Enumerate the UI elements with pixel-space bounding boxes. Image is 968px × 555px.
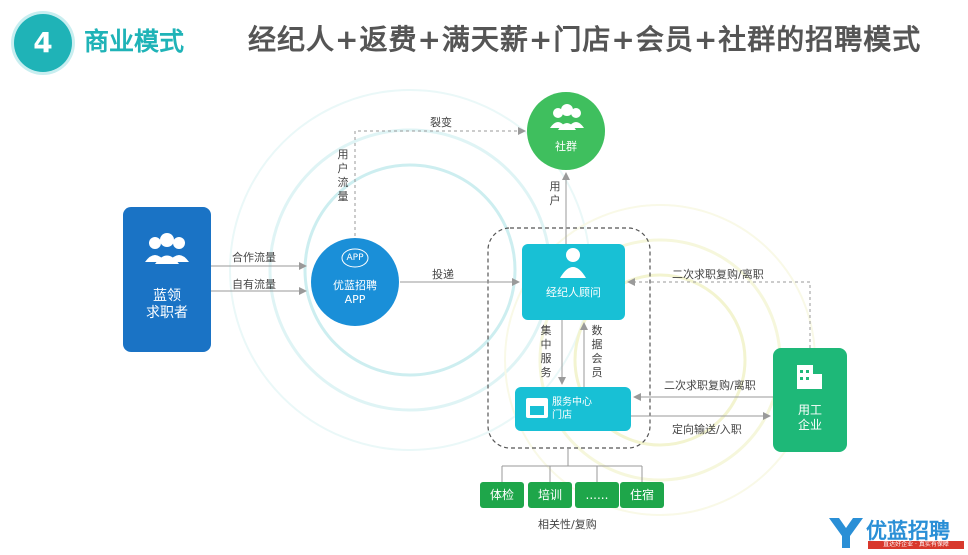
edge-label-coop-flow: 合作流量	[232, 251, 276, 264]
edge-label-data-members: 数据会员	[591, 324, 603, 379]
operations-container	[487, 227, 651, 449]
store-icon	[526, 398, 548, 418]
service-center-label: 服务中心 门店	[552, 397, 592, 421]
edge-label-delivery: 投递	[432, 268, 454, 281]
service-physical-exam: 体检	[480, 482, 524, 508]
logo-tagline-bar: 直达好企业 · 真实有保障	[868, 541, 964, 549]
section-number-badge: 4	[14, 14, 72, 72]
service-more: ......	[575, 482, 619, 508]
app-label: 优蓝招聘 APP	[333, 279, 377, 306]
people-icon-seekers	[145, 233, 189, 264]
seekers-label: 蓝领 求职者	[146, 288, 188, 321]
edge-label-fission: 裂变	[430, 116, 452, 129]
edge-label-centralized-service: 集中服务	[540, 324, 552, 379]
logo-text: 优蓝招聘	[866, 519, 950, 543]
page-subtitle: 经纪人+返费+满天薪+门店+会员+社群的招聘模式	[248, 23, 922, 56]
building-icon	[797, 365, 822, 389]
service-training: 培训	[528, 482, 572, 508]
edge-label-user-flow: 用户流量	[337, 148, 349, 203]
broker-label: 经纪人顾问	[546, 286, 601, 299]
edge-label-related-repurchase: 相关性/复购	[538, 518, 597, 531]
people-icon-community	[550, 104, 584, 130]
person-icon-broker	[560, 248, 586, 278]
edge-label-users: 用户	[549, 180, 561, 207]
employer-label: 用工 企业	[797, 403, 822, 432]
edge-label-secondary-mid: 二次求职复购/离职	[664, 379, 756, 392]
edge-label-secondary-top: 二次求职复购/离职	[672, 268, 764, 281]
section-title: 商业模式	[84, 27, 185, 56]
community-label: 社群	[555, 140, 577, 153]
seekers-box	[123, 207, 211, 352]
broker-box	[522, 244, 625, 320]
logo-mark-icon	[829, 518, 863, 548]
edge-label-directed-transfer: 定向输送/入职	[672, 423, 742, 436]
edge-label-own-flow: 自有流量	[232, 278, 276, 291]
service-accommodation: 住宿	[620, 482, 664, 508]
app-icon-label: APP	[346, 253, 364, 263]
logo-tagline: 直达好企业 · 真实有保障	[883, 541, 949, 548]
community-circle	[527, 92, 605, 170]
employer-box	[773, 348, 847, 452]
app-circle	[311, 238, 399, 326]
